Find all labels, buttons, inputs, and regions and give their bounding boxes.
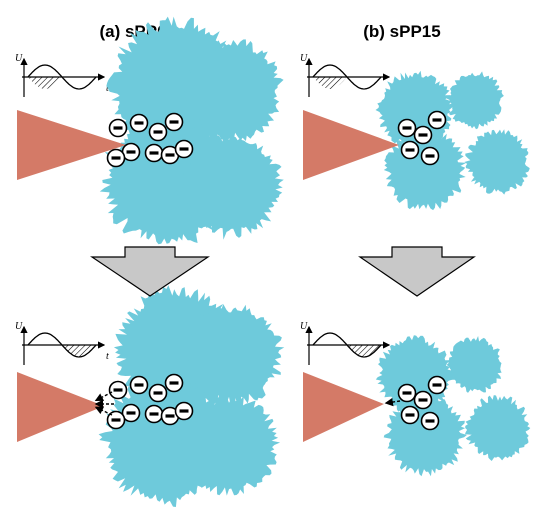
transition-arrow-a: [90, 246, 210, 297]
cluster-blob: [180, 304, 285, 408]
negative-charge-icon: [148, 122, 168, 142]
electrode-tip: [17, 110, 126, 180]
negative-charge-icon: [164, 373, 184, 393]
y-axis-label: U: [15, 321, 23, 332]
voltage-waveform: Ut: [15, 53, 109, 97]
emission-arrow: [384, 397, 401, 407]
panel-a-after: Ut: [15, 285, 285, 507]
negative-charge-icon: [397, 383, 417, 403]
negative-charge-icon: [129, 113, 149, 133]
panel-title-b: (b) sPP15: [363, 22, 440, 41]
y-axis-label: U: [300, 53, 308, 64]
negative-charge-icon: [400, 140, 420, 160]
cluster-blob: [464, 129, 530, 195]
negative-charge-icon: [106, 148, 126, 168]
cluster-blob: [445, 71, 504, 130]
negative-charge-icon: [427, 375, 447, 395]
negative-charge-icon: [420, 146, 440, 166]
y-axis-label: U: [300, 321, 308, 332]
cluster-blob: [465, 395, 531, 461]
negative-charge-icon: [413, 390, 433, 410]
negative-charge-icon: [144, 404, 164, 424]
negative-charge-icon: [148, 383, 168, 403]
negative-charge-icon: [400, 405, 420, 425]
negative-charge-icon: [129, 375, 149, 395]
negative-charge-icon: [144, 143, 164, 163]
negative-charge-icon: [108, 118, 128, 138]
negative-charge-icon: [174, 139, 194, 159]
voltage-waveform: Ut: [300, 53, 394, 97]
negative-charge-icon: [427, 110, 447, 130]
emission-arrow: [94, 391, 113, 402]
electrode-tip: [303, 372, 384, 442]
negative-charge-icon: [106, 410, 126, 430]
cluster-blob: [175, 130, 284, 240]
panel-a-before: Ut: [15, 16, 284, 245]
negative-charge-icon: [413, 125, 433, 145]
panel-b-before: Ut: [300, 53, 530, 211]
x-axis-label: t: [106, 351, 109, 362]
cluster-blob: [375, 335, 455, 415]
negative-charge-icon: [420, 411, 440, 431]
cluster-blob: [375, 70, 454, 150]
electrode-tip: [17, 372, 104, 442]
negative-charge-icon: [160, 145, 180, 165]
negative-charge-icon: [121, 403, 141, 423]
transition-arrow-b: [358, 246, 476, 297]
cluster-blob: [178, 392, 281, 496]
x-axis-label: t: [106, 83, 109, 94]
y-axis-label: U: [15, 53, 23, 64]
negative-charge-icon: [174, 401, 194, 421]
negative-charge-icon: [108, 380, 128, 400]
emission-arrow: [94, 406, 113, 416]
voltage-waveform: Ut: [15, 321, 109, 365]
negative-charge-icon: [164, 112, 184, 132]
cluster-blob: [446, 336, 502, 393]
cluster-blob: [180, 39, 284, 143]
voltage-waveform: Ut: [300, 321, 394, 365]
negative-charge-icon: [397, 118, 417, 138]
panel-b-after: Ut: [300, 321, 531, 477]
electrode-tip: [303, 110, 399, 180]
negative-charge-icon: [160, 406, 180, 426]
